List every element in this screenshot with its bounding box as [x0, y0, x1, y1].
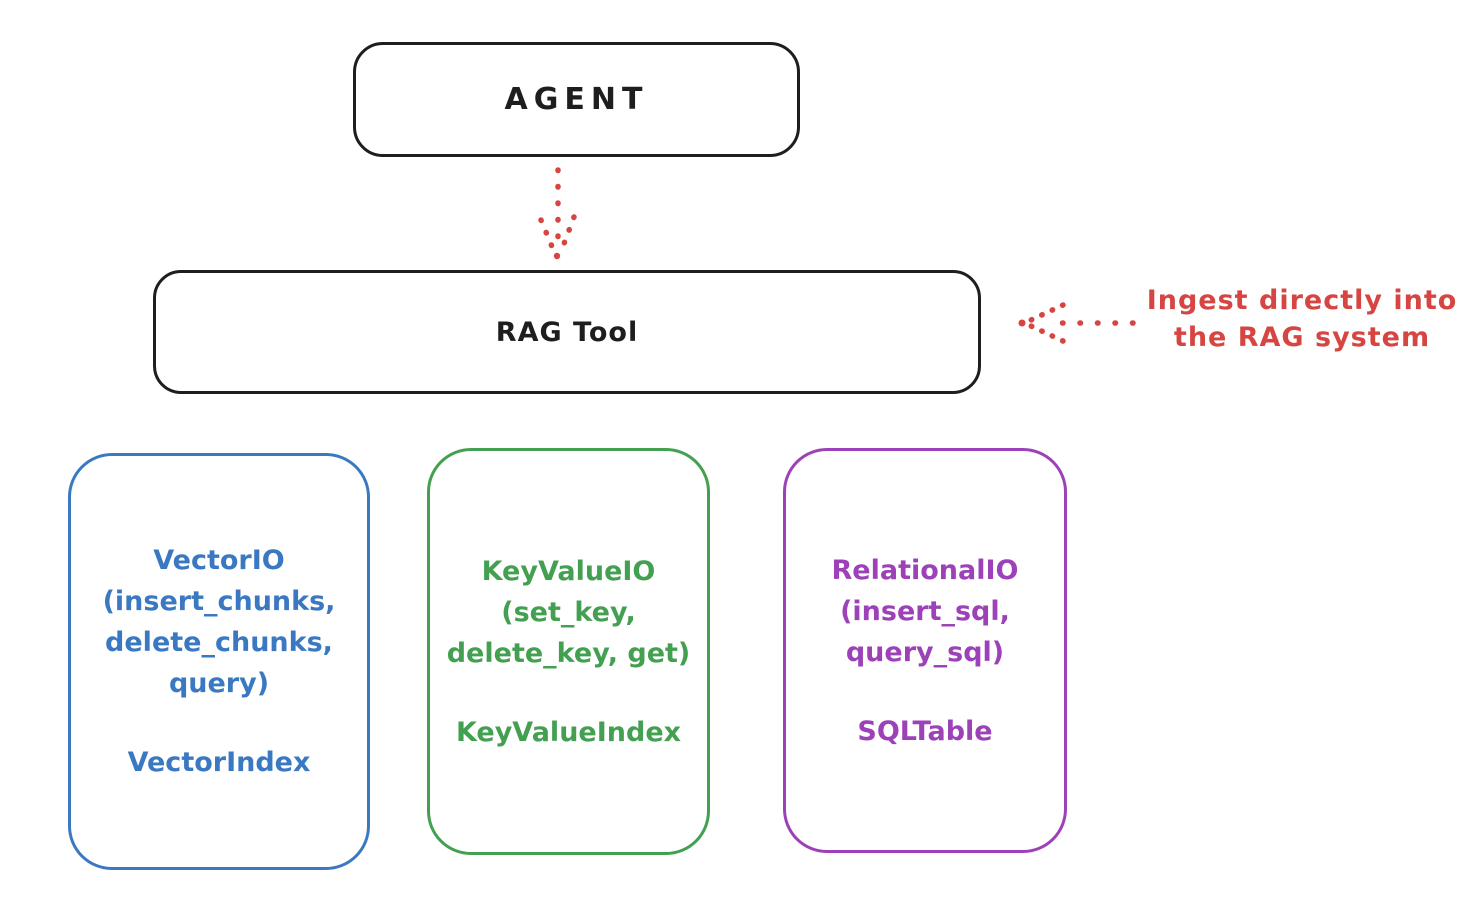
storage-line: delete_chunks,	[105, 627, 333, 658]
ingest-annotation-line2: the RAG system	[1173, 322, 1431, 353]
key-value-index-label: KeyValueIndex	[455, 716, 682, 748]
ingest-annotation-arrow-icon	[1018, 302, 1136, 344]
agent-label: AGENT	[504, 82, 649, 117]
storage-line: RelationalIO	[831, 554, 1019, 586]
vector-index-label: VectorIndex	[127, 747, 311, 778]
vector-io-signature: VectorIO (insert_chunks, delete_chunks, …	[103, 540, 336, 704]
relational-io-box: RelationalIO (insert_sql, query_sql) SQL…	[783, 448, 1067, 853]
storage-line: (set_key,	[501, 596, 636, 628]
sql-table-label: SQLTable	[857, 715, 993, 747]
ingest-annotation-line1: Ingest directly into	[1146, 285, 1458, 316]
ingest-annotation: Ingest directly into the RAG system	[1122, 282, 1482, 356]
vector-io-box: VectorIO (insert_chunks, delete_chunks, …	[68, 453, 370, 870]
storage-line: query_sql)	[845, 636, 1005, 668]
storage-line: query)	[168, 668, 270, 699]
storage-line: (insert_sql,	[840, 595, 1010, 627]
rag-tool-box: RAG Tool	[153, 270, 981, 394]
key-value-io-signature: KeyValueIO (set_key, delete_key, get)	[447, 551, 691, 674]
relational-io-signature: RelationalIO (insert_sql, query_sql)	[832, 550, 1019, 673]
storage-line: VectorIO	[153, 545, 285, 576]
agent-to-rag-arrow-icon	[538, 167, 577, 260]
agent-box: AGENT	[353, 42, 800, 157]
storage-line: delete_key, get)	[446, 637, 691, 669]
key-value-io-box: KeyValueIO (set_key, delete_key, get) Ke…	[427, 448, 710, 855]
rag-tool-label: RAG Tool	[495, 316, 639, 348]
storage-line: (insert_chunks,	[102, 586, 336, 617]
storage-line: KeyValueIO	[481, 555, 656, 587]
